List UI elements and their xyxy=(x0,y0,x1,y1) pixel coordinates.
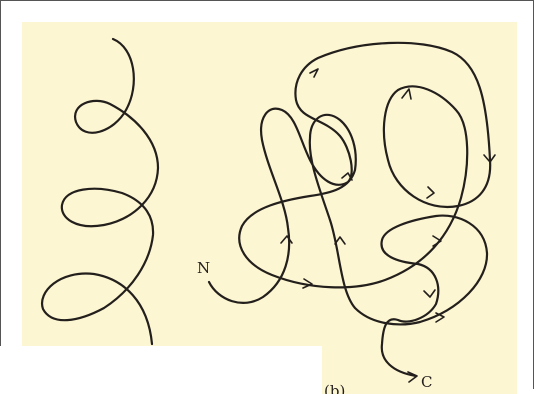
direction-arrow xyxy=(402,89,411,99)
direction-arrow xyxy=(310,69,318,77)
direction-arrow xyxy=(281,236,292,243)
cropped-blank-area xyxy=(0,346,322,394)
direction-arrow xyxy=(427,187,434,198)
direction-arrow xyxy=(436,313,444,322)
label-n-terminus: N xyxy=(197,261,210,276)
label-c-terminus: C xyxy=(421,375,432,390)
panel-label-b: (b) xyxy=(324,384,345,394)
random-coil-chain xyxy=(209,43,490,376)
direction-arrow xyxy=(335,237,345,244)
direction-arrow xyxy=(424,290,435,297)
helix-coil xyxy=(42,39,158,344)
